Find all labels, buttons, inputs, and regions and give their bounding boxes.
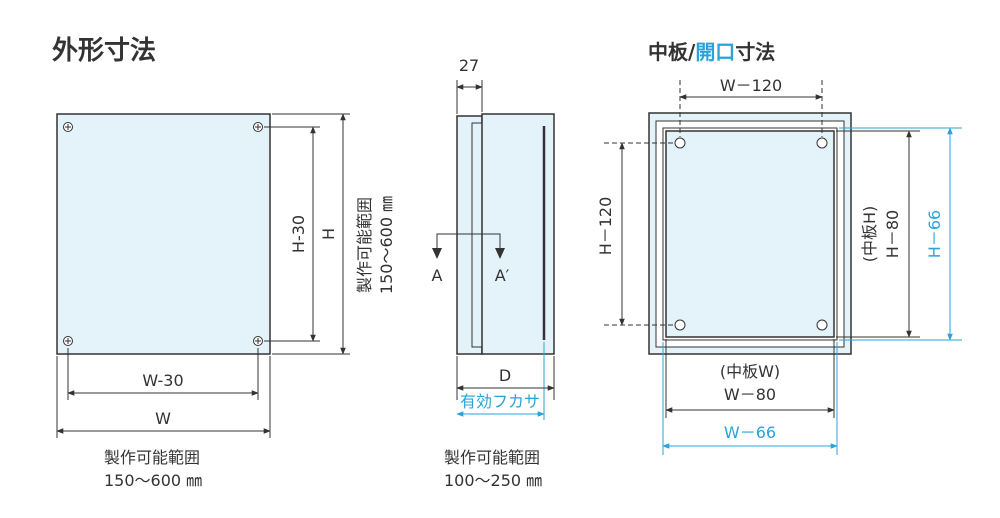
screw-icon xyxy=(63,122,73,132)
dim-label-h66: H－66 xyxy=(925,210,944,258)
screw-icon xyxy=(63,336,73,346)
dim-label-h: H xyxy=(319,228,338,240)
front-range-label: 製作可能範囲 xyxy=(104,448,201,467)
section-arrow-a xyxy=(432,248,442,259)
plate-opening-dimensions-title: 中板/開口寸法 xyxy=(648,36,775,65)
dim-label-h30: H-30 xyxy=(289,215,308,253)
side-view: 27 A A′ D 有効フカサ xyxy=(432,56,555,420)
mount-hole-icon xyxy=(674,137,686,149)
front-range-value: 150～600 ㎜ xyxy=(104,471,203,490)
plate-view: W－120 H－120 (中板H) H－80 H－66 (中板W) W－80 W… xyxy=(596,76,962,455)
dim-label-w66: W－66 xyxy=(724,423,776,442)
dim-label-w120: W－120 xyxy=(720,76,782,95)
screw-icon xyxy=(253,336,263,346)
dim-label-w30: W-30 xyxy=(142,371,183,390)
side-range-note: 製作可能範囲 100～250 ㎜ xyxy=(444,446,542,492)
section-label-a: A xyxy=(432,266,443,285)
dim-label-27: 27 xyxy=(459,56,479,75)
range-vertical-value: 150～600 ㎜ xyxy=(377,196,396,294)
side-range-value: 100～250 ㎜ xyxy=(444,471,543,490)
dim-label-w80: W－80 xyxy=(724,385,776,404)
dim-label-h120: H－120 xyxy=(596,197,615,256)
section-arrow-a2 xyxy=(495,248,505,259)
plate-h-label: (中板H) xyxy=(860,206,879,263)
section-label-a2: A′ xyxy=(495,266,510,285)
screw-icon xyxy=(253,122,263,132)
mount-hole-icon xyxy=(816,319,828,331)
plate-title-suffix: 寸法 xyxy=(735,40,776,64)
section-line xyxy=(436,233,501,257)
range-vertical-label: 製作可能範囲 xyxy=(355,197,374,293)
front-view: W-30 W H-30 H 製作可能範囲 150～600 ㎜ xyxy=(56,113,396,438)
dim-label-h80: H－80 xyxy=(883,210,902,258)
outer-dimensions-title: 外形寸法 xyxy=(52,36,157,66)
inner-plate xyxy=(665,130,835,338)
mount-hole-icon xyxy=(816,137,828,149)
side-lid-lip xyxy=(471,122,483,348)
plate-w-label: (中板W) xyxy=(720,362,780,381)
opening-outline xyxy=(662,127,838,341)
effective-depth-label: 有効フカサ xyxy=(460,392,540,411)
plate-title-prefix: 中板/ xyxy=(648,40,696,64)
dim-label-w: W xyxy=(155,409,171,428)
mount-hole-icon xyxy=(674,319,686,331)
dim-label-d: D xyxy=(499,366,511,385)
front-panel xyxy=(56,113,271,355)
front-range-note: 製作可能範囲 150～600 ㎜ xyxy=(104,446,202,492)
plate-title-highlight: 開口 xyxy=(695,40,736,64)
side-range-label: 製作可能範囲 xyxy=(444,448,541,467)
